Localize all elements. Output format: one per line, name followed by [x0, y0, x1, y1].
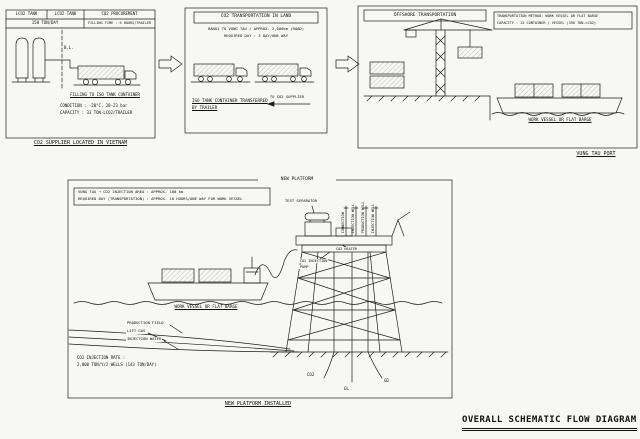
barge-label: WORK VESSEL OR FLAT BARGE [528, 117, 592, 122]
riser-label-production: PRODUCTION WELL [360, 201, 365, 234]
platform-note-days: REQUIRED DAY (TRANSPORTATION) : APPROX. … [78, 196, 243, 201]
jacket-platform-icon [285, 205, 411, 383]
co2-heater-label: CO2 HEATER [335, 247, 359, 252]
riser-label-injection-2: INJECTION WELL [370, 203, 375, 234]
supplier-filling-time: FILLING TIME : 6 HOURS/TRAILER [87, 21, 152, 25]
pipeline-label-production-field: PRODUCTION FIELD [126, 320, 165, 326]
flow-arrow-2-icon [335, 55, 360, 73]
flat-barge-icon [496, 83, 623, 114]
equipment-leaders [311, 205, 347, 260]
sea-waves-port [491, 112, 625, 116]
battery-limit-label: B.L. [64, 45, 74, 50]
quay-ground [363, 95, 491, 121]
new-platform-header: NEW PLATFORM [258, 176, 336, 182]
trailer-truck-right-icon [254, 63, 315, 83]
platform-panel-caption: NEW PLATFORM INSTALLED [224, 401, 292, 407]
offshore-panel-frame [357, 5, 638, 149]
port-caption: VUNG TAU PORT [576, 151, 616, 157]
trailer-truck-left-icon [190, 63, 251, 83]
land-panel-frame [184, 7, 328, 134]
pipeline-label-injection-water: INJECTION WATER [126, 336, 163, 342]
land-caption-line2: BY TRAILER [192, 105, 218, 110]
well-label-gd: GD [384, 378, 389, 383]
injection-rate-label-line2: 2,000 TON/Y/2 WELLS (143 TON/DAY) [77, 362, 157, 367]
land-panel-title: CO2 TRANSPORTATION IN LAND [220, 13, 292, 19]
supplier-table-col1: LCO2 TANK [15, 10, 38, 16]
harbor-crane-icon [403, 18, 493, 97]
well-label-co2: CO2 [306, 372, 316, 378]
riser-label-connection: CONNECTION [340, 212, 345, 234]
filling-label: FILLING TO ISO TANK CONTAINER [70, 92, 140, 97]
supplier-table-col2: LCO2 TANK [54, 10, 77, 16]
container-stack-icon [369, 61, 405, 89]
offshore-note-capacity: CAPACITY : 13 CONTAINER / VESSEL (390 TO… [497, 20, 597, 25]
offshore-panel-title: OFFSHORE TRANSPORTATION [393, 12, 457, 18]
offshore-note-method: TRANSPORTATION METHOD: WORK VESSEL OR FL… [497, 14, 599, 18]
work-vessel-icon [147, 249, 298, 301]
platform-note-distance: VUNG TAU → CO2 INJECTION AREA : APPROX. … [78, 189, 184, 194]
land-note-days: REQUIRED DAY : 3 DAY/ONE WAY [223, 32, 288, 38]
supplier-panel-frame [5, 9, 156, 139]
sea-surface [73, 301, 443, 305]
lco2-storage-tanks-icon [11, 37, 79, 83]
land-caption-line1: ISO TANK CONTAINER TRANSFERRED [192, 98, 268, 103]
land-note-distance: HANOI TO VUNG TAU / APPROX. 2,000km (ROA… [207, 26, 304, 31]
return-trip-label: TO CO2 SUPPLIER [269, 94, 305, 99]
co2-injection-pump-label-line1: CO2 INJECTION [299, 259, 329, 264]
supplier-table-col3: CO2 PROCUREMENT [101, 10, 138, 16]
supplier-panel-caption: CO2 SUPPLIER LOCATED IN VIETNAM [33, 140, 128, 146]
test-separator-label: TEST SEPARATOR [284, 198, 319, 204]
riser-label-injection-1: INJECTION WELL [350, 203, 355, 234]
capacity-label: CAPACITY : 33 TON-LCO2/TRAILER [60, 110, 133, 115]
well-label-gl: GL [344, 386, 349, 391]
return-arrow-icon [266, 101, 311, 107]
seabed [269, 351, 449, 358]
supplier-rate: 150 TON/DAY [31, 19, 59, 25]
pipeline-label-lift-gas: LIFT GAS [126, 328, 147, 334]
subsea-pipelines [68, 324, 299, 353]
injection-rate-label-line1: CO2 INJECTION RATE : [77, 355, 126, 360]
diagram-title: OVERALL SCHEMATIC FLOW DIAGRAM [462, 415, 637, 431]
condition-label: CONDITION : -20°C, 20-23 bar [60, 103, 128, 108]
work-vessel-label: WORK VESSEL OR FLAT BARGE [174, 304, 238, 309]
filling-truck-icon [73, 65, 141, 86]
flow-arrow-1-icon [158, 55, 183, 73]
co2-injection-pump-label-line2: PUMP [299, 265, 310, 270]
